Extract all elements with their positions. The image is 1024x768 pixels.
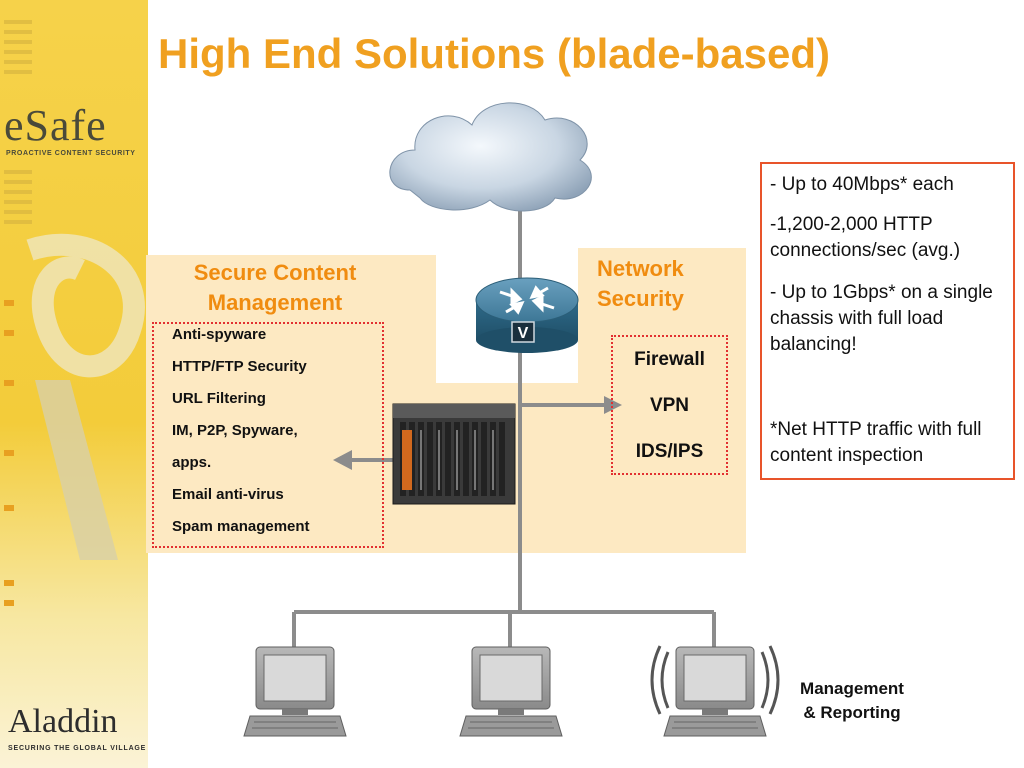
list-item: Firewall xyxy=(634,349,705,370)
list-item: Spam management xyxy=(172,518,310,535)
secure-content-title-line2: Management xyxy=(207,290,343,315)
management-label-line1: Management xyxy=(800,679,904,698)
network-security-title-line2: Security xyxy=(597,286,684,311)
network-security-title-line1: Network xyxy=(597,256,684,281)
secure-content-list-box: Anti-spyware HTTP/FTP Security URL Filte… xyxy=(152,322,384,548)
list-item: apps. xyxy=(172,454,212,471)
secure-content-panel xyxy=(146,255,436,553)
computer-icon-management xyxy=(650,645,780,737)
aladdin-logo: Aladdin xyxy=(8,703,118,740)
list-item: VPN xyxy=(649,395,690,416)
spec-line: - Up to 40Mbps* each xyxy=(770,174,954,195)
list-item: IM, P2P, Spyware, xyxy=(172,422,298,439)
secure-content-title-line1: Secure Content xyxy=(193,260,357,285)
sidebar-branding: eSafe PROACTIVE CONTENT SECURITY Aladdin… xyxy=(0,0,148,768)
list-item: HTTP/FTP Security xyxy=(172,358,307,375)
spec-line: - Up to 1Gbps* on a single chassis with … xyxy=(770,282,993,355)
sidebar-decoration xyxy=(4,20,145,606)
aladdin-tagline: SECURING THE GLOBAL VILLAGE xyxy=(8,745,147,752)
list-item: Email anti-virus xyxy=(172,486,284,503)
list-item: IDS/IPS xyxy=(635,441,704,462)
network-security-list-box: Firewall VPN IDS/IPS xyxy=(611,335,728,475)
management-reporting-label: Management & Reporting xyxy=(782,677,922,725)
specs-info-box: - Up to 40Mbps* each -1,200-2,000 HTTP c… xyxy=(760,162,1015,480)
spec-line: *Net HTTP traffic with full content insp… xyxy=(770,419,982,466)
secure-content-title: Secure Content Management xyxy=(146,258,404,318)
router-badge: V xyxy=(518,325,529,342)
slide-title: High End Solutions (blade-based) xyxy=(158,30,830,77)
internet-cloud-icon xyxy=(389,102,592,212)
esafe-logo: eSafe xyxy=(4,101,107,150)
list-item: Anti-spyware xyxy=(172,326,267,343)
network-security-title: Network Security xyxy=(597,254,737,314)
list-item: URL Filtering xyxy=(172,390,266,407)
computer-icon-center xyxy=(459,646,563,737)
esafe-tagline: PROACTIVE CONTENT SECURITY xyxy=(6,150,136,157)
spec-line: -1,200-2,000 HTTP connections/sec (avg.) xyxy=(770,214,961,261)
computer-icon-left xyxy=(243,646,347,737)
router-icon xyxy=(475,277,579,353)
management-label-line2: & Reporting xyxy=(803,703,901,722)
blade-chassis-icon xyxy=(392,403,516,505)
